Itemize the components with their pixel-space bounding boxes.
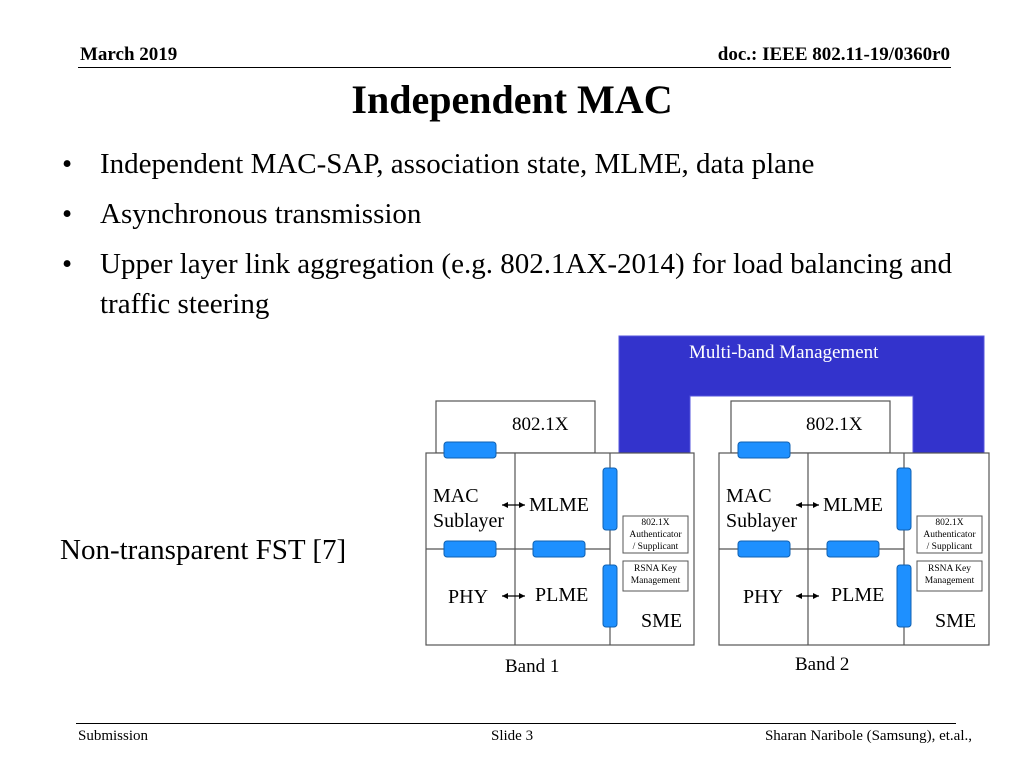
band-2-sap-connector [826,540,880,558]
band-1-rsna-box [622,560,689,592]
band-1-sap-connector [602,467,618,531]
band-2-rsna-label: RSNA Key Management [924,564,975,586]
band-1-sap-connector [443,441,497,459]
header-doc-id: doc.: IEEE 802.11-19/0360r0 [717,44,950,65]
band-2-rsna-box [916,560,983,592]
bullet-item: • Independent MAC-SAP, association state… [62,144,962,184]
band-2-phy-label: PHY [743,586,784,608]
bullet-dot: • [62,148,73,180]
band-1-rsna-label: RSNA Key Management [630,564,681,586]
band-1-sme-label: SME [641,610,683,632]
band-2-mlme-label: MLME [823,494,883,516]
bullet-dot: • [62,198,73,230]
bullet-item: • Upper layer link aggregation (e.g. 802… [62,244,962,324]
fst-label: Non-transparent FST [7] [60,534,347,566]
band-1-sap-connector [602,564,618,628]
band-1-mac-label: MAC [433,485,479,507]
footer-submission: Submission [78,728,149,744]
band-2-auth-box [916,515,983,554]
bullet-item: • Asynchronous transmission [62,194,962,234]
band-1-stack [425,400,695,646]
band-1-8021x-label: 802.1X [512,414,569,435]
band-1-phy-label: PHY [448,586,489,608]
band-1-auth-box [622,515,689,554]
slide-title: Independent MAC [351,77,673,122]
bullet-dot: • [62,248,73,280]
header-date: March 2019 [80,44,178,65]
band-2-mac-label: MAC [726,485,772,507]
band-2-sap-connector [737,441,791,459]
band-2-auth-label: 802.1X Authenticator / Supplicant [923,518,976,552]
bullet-text: Asynchronous transmission [100,198,422,230]
band-2-plme-label: PLME [831,584,885,606]
band-1-sap-connector [443,540,497,558]
band-2-stack [718,400,990,646]
bullet-list: • Independent MAC-SAP, association state… [62,144,962,324]
band-1-sublayer-label: Sublayer [433,510,505,532]
band-1-auth-label: 802.1X Authenticator / Supplicant [629,518,682,552]
band-2-8021x-label: 802.1X [806,414,863,435]
band-1-sap-connector [532,540,586,558]
band-2-sme-label: SME [935,610,977,632]
bullet-text: Independent MAC-SAP, association state, … [100,148,815,180]
band-2-sublayer-label: Sublayer [726,510,798,532]
footer-author: Sharan Naribole (Samsung), et.al., [764,728,972,744]
bullet-text: Upper layer link aggregation (e.g. 802.1… [100,248,953,320]
band-1-label: Band 1 [505,656,560,677]
multi-band-management-label: Multi-band Management [689,342,879,363]
band-1-plme-label: PLME [535,584,589,606]
band-2-sap-connector [896,564,912,628]
band-1-mlme-label: MLME [529,494,589,516]
band-2-label: Band 2 [795,654,850,675]
band-2-sap-connector [896,467,912,531]
band-2-sap-connector [737,540,791,558]
footer-slide-number: Slide 3 [491,728,534,744]
footer-rule [76,723,956,724]
header-rule [78,67,951,68]
